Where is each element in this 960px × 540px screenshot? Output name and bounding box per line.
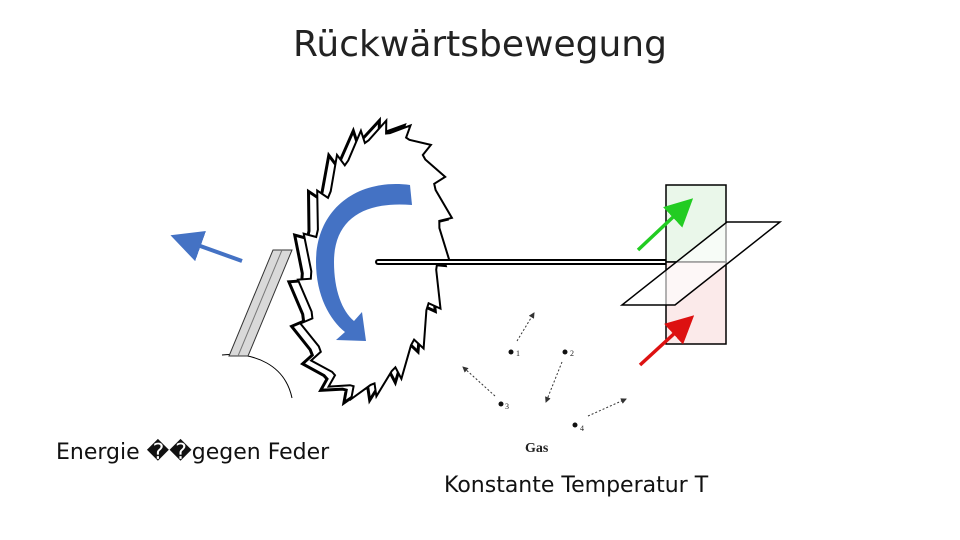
rotation-arrow [316,184,412,341]
molecule-2 [562,349,568,355]
molecule-3-label: 3 [505,402,509,411]
green-arrow-up [636,198,694,252]
gas-molecules: 1 2 3 4 [462,312,627,433]
caption-temperature: Konstante Temperatur T [444,473,709,498]
pawl-force-arrow [170,231,243,263]
pawl-base-curve [221,354,293,399]
ratchet-wheel [296,117,454,402]
pawl [228,249,293,357]
caption-energy: Energie ��gegen Feder [56,440,330,465]
gas-label: Gas [525,441,549,456]
slide-title: Rückwärtsbewegung [293,24,667,65]
molecule-3 [498,401,504,407]
molecule-1 [508,349,514,355]
molecule-4-label: 4 [580,424,584,433]
red-arrow-up [638,315,695,367]
paddle-vane [619,221,783,306]
molecule-2-label: 2 [570,349,574,358]
molecule-1-label: 1 [516,349,520,358]
molecule-4 [572,422,578,428]
